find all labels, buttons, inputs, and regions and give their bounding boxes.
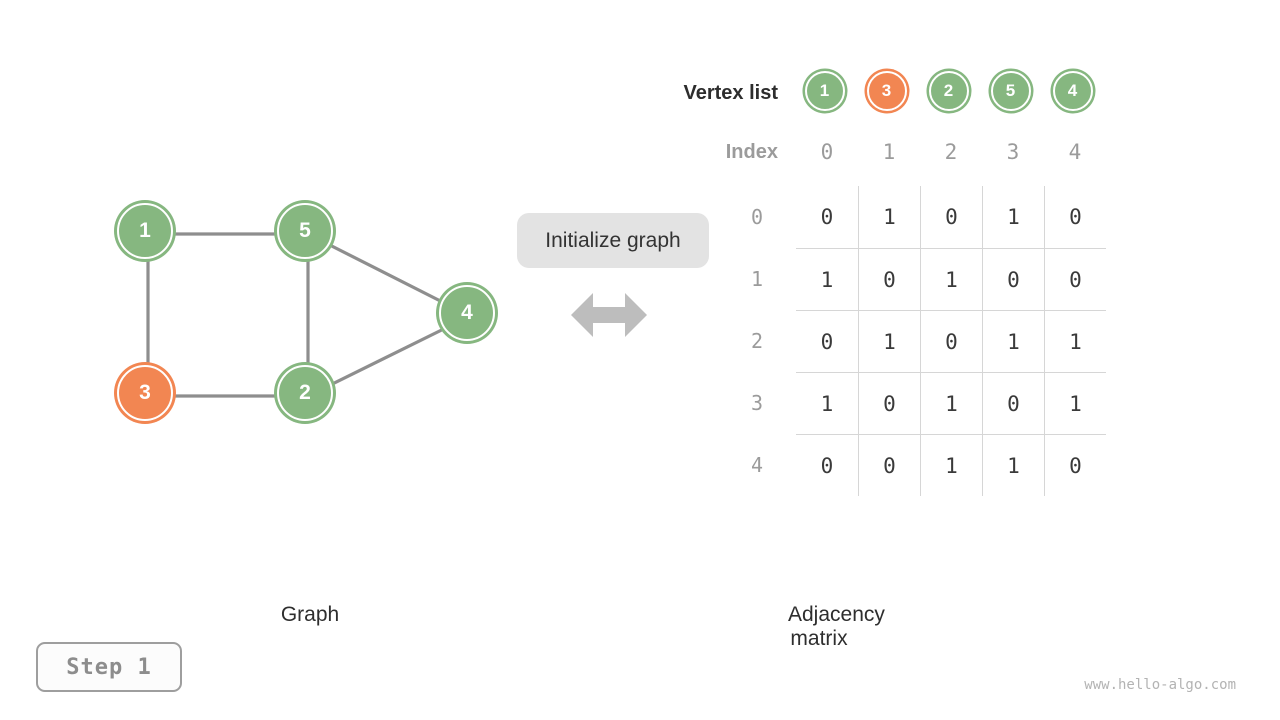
watermark-text: www.hello-algo.com bbox=[1084, 677, 1236, 693]
step-badge: Step 1 bbox=[36, 642, 182, 692]
matrix-cell-r4-c0: 0 bbox=[796, 434, 858, 496]
graph-caption: Graph bbox=[280, 603, 340, 626]
matrix-cell-r0-c2: 0 bbox=[920, 186, 982, 248]
matrix-cell-r4-c3: 1 bbox=[982, 434, 1044, 496]
graph-node-4: 4 bbox=[439, 285, 495, 341]
graph-node-5: 5 bbox=[277, 203, 333, 259]
matrix-cell-r4-c1: 0 bbox=[858, 434, 920, 496]
matrix-cell-r3-c4: 1 bbox=[1044, 372, 1106, 434]
vertex-list-label: Vertex list bbox=[683, 82, 778, 104]
matrix-cell-r4-c4: 0 bbox=[1044, 434, 1106, 496]
matrix-cell-r0-c0: 0 bbox=[820, 205, 834, 229]
matrix-cell-r1-c1: 0 bbox=[858, 248, 920, 310]
matrix-cell-r3-c3: 0 bbox=[982, 372, 1044, 434]
index-value-1: 1 bbox=[882, 140, 896, 164]
matrix-row-label-1: 1 bbox=[750, 267, 764, 291]
matrix-row-label-3: 3 bbox=[750, 391, 764, 415]
matrix-cell-r1-c0: 1 bbox=[796, 248, 858, 310]
graph-edge-2-4 bbox=[307, 314, 471, 398]
vertex-circle-5: 5 bbox=[990, 70, 1031, 111]
matrix-cell-r0-c3: 1 bbox=[982, 186, 1044, 248]
index-value-0: 0 bbox=[820, 140, 834, 164]
matrix-cell-r1-c2: 1 bbox=[920, 248, 982, 310]
transform-label: Initialize graph bbox=[517, 213, 709, 268]
graph-node-2: 2 bbox=[277, 365, 333, 421]
matrix-cell-r1-c4: 0 bbox=[1044, 248, 1106, 310]
index-label: Index bbox=[725, 141, 778, 163]
matrix-cell-r3-c1: 0 bbox=[858, 372, 920, 434]
matrix-cell-r3-c2: 1 bbox=[920, 372, 982, 434]
matrix-cell-r0-c4: 0 bbox=[1044, 186, 1106, 248]
matrix-cell-r1-c3: 0 bbox=[982, 248, 1044, 310]
index-value-3: 3 bbox=[1006, 140, 1020, 164]
index-value-4: 4 bbox=[1068, 140, 1082, 164]
vertex-circle-1: 1 bbox=[804, 70, 845, 111]
graph-node-3: 3 bbox=[117, 365, 173, 421]
matrix-cell-r4-c2: 1 bbox=[920, 434, 982, 496]
matrix-row-labels: 0 1 2 3 4 bbox=[732, 186, 782, 496]
matrix-cell-r2-c1: 1 bbox=[858, 310, 920, 372]
vertex-circle-4: 4 bbox=[1052, 70, 1093, 111]
matrix-cell-r2-c4: 1 bbox=[1044, 310, 1106, 372]
vertex-circle-3: 3 bbox=[866, 70, 907, 111]
index-row: 0 1 2 3 4 bbox=[796, 134, 1106, 170]
matrix-row-label-4: 4 bbox=[750, 453, 764, 477]
matrix-cell-r3-c0: 1 bbox=[796, 372, 858, 434]
adjacency-matrix-caption: Adjacency matrix bbox=[788, 603, 885, 650]
matrix-row-label-2: 2 bbox=[750, 329, 764, 353]
double-horizontal-arrow-icon bbox=[571, 291, 647, 339]
matrix-cell-r2-c2: 0 bbox=[920, 310, 982, 372]
matrix-row-label-0: 0 bbox=[750, 205, 764, 229]
vertex-circle-2: 2 bbox=[928, 70, 969, 111]
matrix-cell-r2-c0: 0 bbox=[796, 310, 858, 372]
index-value-2: 2 bbox=[944, 140, 958, 164]
graph-node-1: 1 bbox=[117, 203, 173, 259]
matrix-cell-r2-c3: 1 bbox=[982, 310, 1044, 372]
matrix-cell-r0-c1: 1 bbox=[858, 186, 920, 248]
